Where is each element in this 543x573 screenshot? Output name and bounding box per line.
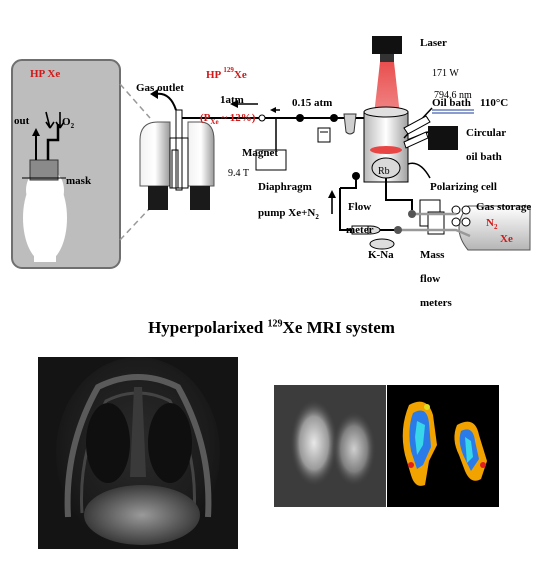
pressure-label: 0.15 atm	[292, 97, 332, 109]
valve-1	[258, 114, 266, 122]
mflow-label: flow	[420, 273, 440, 285]
valve-2	[296, 114, 304, 122]
xe-right-lung	[332, 411, 376, 487]
power-label: 171 W	[432, 68, 459, 79]
magnet-right	[187, 121, 215, 187]
oil-bath-top	[363, 106, 409, 118]
valve-3	[330, 114, 338, 122]
flow-arrow-icon	[230, 100, 238, 108]
valve-6	[408, 210, 416, 218]
zoom-line-top	[119, 83, 151, 119]
pxe-label: (PXe ~ 12%)	[200, 112, 256, 126]
magnet-left	[139, 121, 171, 187]
bore-tube	[171, 149, 179, 189]
polarizing-cell-label: Polarizing cell	[430, 181, 497, 193]
o2-label: O2	[62, 116, 75, 130]
mass-label: Mass	[420, 249, 445, 261]
left-lung	[86, 403, 130, 483]
gas-outlet-label: Gas outlet	[136, 82, 184, 94]
xe-left-lung	[290, 399, 338, 487]
magnet-label: Magnet	[242, 147, 278, 159]
colormap-hot-3	[424, 404, 430, 410]
valve-5	[394, 226, 402, 234]
n2-label: N2	[486, 217, 498, 231]
diaphragm-pump-box	[255, 149, 287, 171]
diaphragm-label: Diaphragm	[258, 181, 312, 193]
cell-outlet-pipe	[385, 178, 413, 210]
magnet-base-left	[148, 186, 168, 210]
flow-label: Flow	[348, 201, 371, 213]
meter-label: meter	[346, 224, 374, 236]
beam-hotspot	[370, 146, 402, 154]
xe-label: Xe	[500, 233, 513, 245]
wavelength-label: 794.6 nm	[434, 90, 472, 101]
right-lung	[148, 403, 192, 483]
circ-pipe-1	[403, 115, 431, 135]
gas-outlet-arrow-icon	[150, 89, 158, 99]
rib-cage-outer	[64, 374, 212, 518]
oil-bath2-label: oil bath	[466, 151, 502, 163]
one-atm-label: 1atm	[220, 94, 244, 106]
colormap-hot-1	[408, 462, 414, 468]
mass-flow-meter-2	[427, 211, 445, 235]
in-arrow-icon	[45, 111, 55, 129]
out-label: out	[14, 115, 30, 127]
valve-4	[352, 172, 360, 180]
inner-tube	[175, 109, 183, 191]
field-label: 9.4 T	[228, 168, 249, 179]
colormap-left-core	[415, 421, 425, 455]
circ-pipe-2	[403, 131, 429, 149]
oil-bath-label: Oil bath	[432, 97, 471, 109]
figure-caption: Hyperpolarixed 129Xe MRI system	[148, 318, 395, 337]
laser-nozzle	[380, 54, 394, 62]
circular-label: Circular	[466, 127, 506, 139]
circular-oil-bath	[428, 126, 458, 150]
out-arrow-icon	[32, 128, 40, 136]
patient-body	[23, 174, 67, 262]
storage-valve-2	[451, 217, 461, 227]
colormap-right-core	[465, 437, 473, 463]
mask-shape	[29, 159, 59, 181]
magnet-base-right	[190, 186, 210, 210]
flow-meter-body	[351, 225, 369, 235]
gas-outlet-tube	[155, 92, 177, 111]
o2-tube	[46, 124, 60, 160]
pump-up-arrow-icon	[328, 190, 336, 198]
polarizer-diagram: HP Xe out O2 mask Gas outlet HP 129Xe 1a…	[11, 36, 531, 309]
laser-head	[372, 36, 402, 54]
mediastinum	[130, 387, 146, 477]
abdomen	[84, 485, 200, 545]
inset-title: HP Xe	[30, 68, 60, 80]
colormap-hot-2	[480, 462, 486, 468]
cell-line	[407, 162, 431, 179]
xe-color-map	[387, 385, 499, 507]
hp-xe-label: HP 129Xe	[206, 66, 247, 81]
xe-lung-image	[274, 385, 386, 507]
coronal-mri-image	[38, 357, 238, 549]
patient-inset: HP Xe out O2 mask	[11, 59, 121, 269]
gas-line	[398, 228, 471, 238]
rb-label: Rb	[378, 166, 390, 177]
mri-magnet	[139, 109, 215, 210]
gas-storage-label: Gas storage	[476, 201, 531, 213]
pressure-arrow-icon	[270, 107, 276, 113]
storage-valve-4	[461, 217, 471, 227]
magnet-bore	[169, 137, 189, 189]
zoom-line-bottom	[119, 207, 151, 241]
storage-valve-3	[461, 205, 471, 215]
o2-arrow-icon	[55, 112, 65, 129]
trap	[343, 113, 357, 135]
temp-label: 110°C	[480, 97, 508, 109]
gauge-box	[317, 127, 331, 143]
mask-label: mask	[66, 175, 92, 187]
k-na-trap	[369, 238, 395, 250]
laser-label: Laser	[420, 37, 447, 49]
kna-label: K-Na	[368, 249, 394, 261]
meters-label: meters	[420, 297, 452, 309]
pump-label: pump Xe+N2	[258, 207, 319, 221]
